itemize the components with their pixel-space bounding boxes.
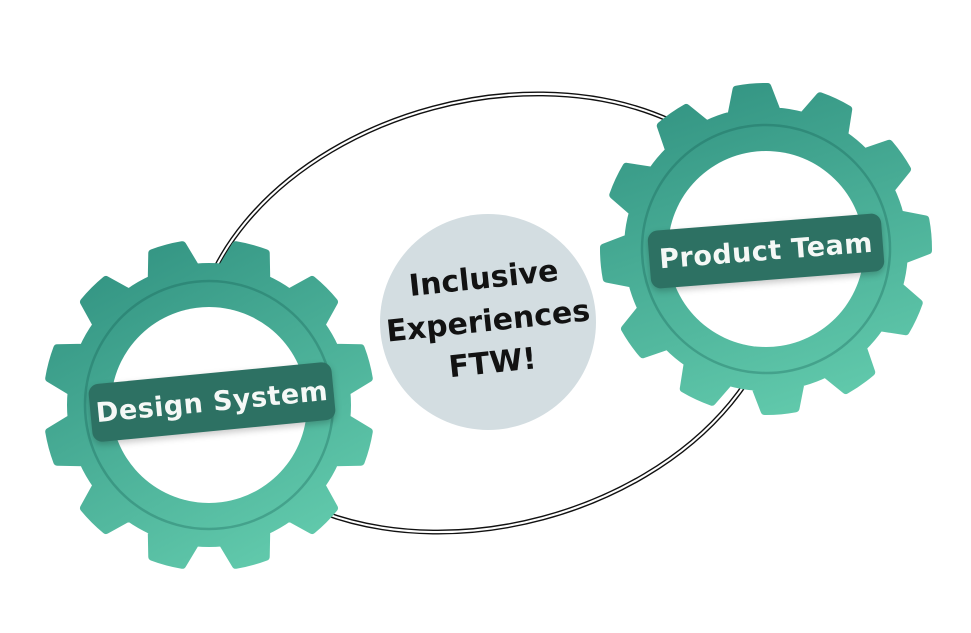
center-message-text: Inclusive Experiences FTW!	[380, 248, 597, 396]
gear-inner-ring-line	[640, 123, 892, 375]
center-message-circle: Inclusive Experiences FTW!	[380, 214, 596, 430]
design-system-label-text: Design System	[94, 375, 330, 429]
gear-inner-ring-line	[83, 279, 335, 531]
product-team-label-text: Product Team	[658, 227, 874, 275]
